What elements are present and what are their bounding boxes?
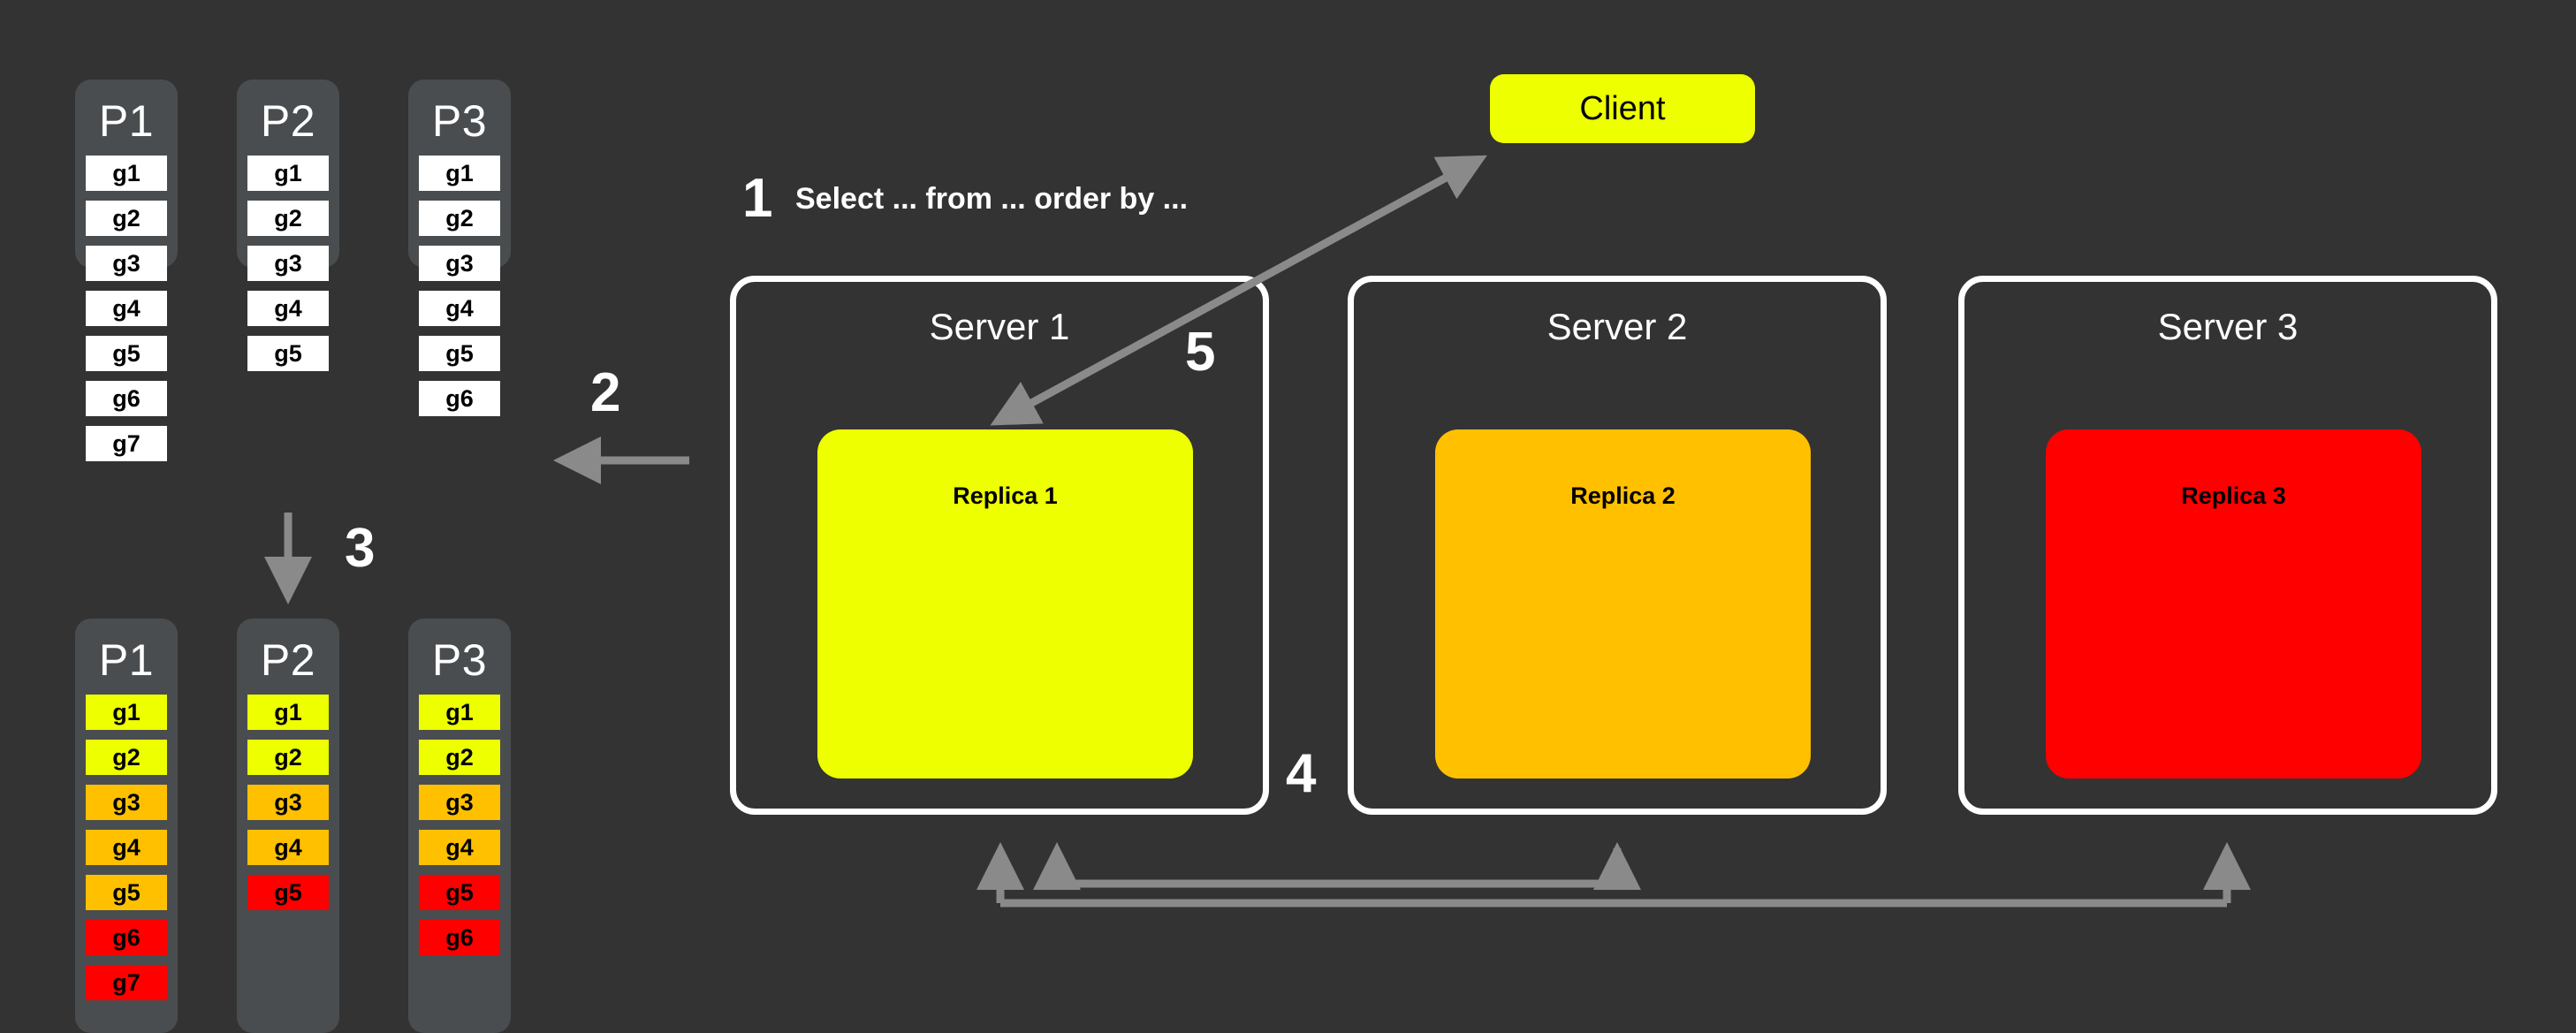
- partition-cell: g3: [419, 785, 500, 820]
- partition-top-p2: P2 g1 g2 g3 g4 g5: [237, 80, 339, 371]
- partition-title: P2: [260, 635, 316, 685]
- partition-cell: g6: [419, 381, 500, 416]
- client-box[interactable]: Client: [1490, 74, 1755, 143]
- server-title: Server 1: [929, 306, 1070, 347]
- arrow-step-4-from-server2: [1033, 842, 1641, 890]
- partition-cell: g4: [247, 830, 329, 865]
- replica-label: Replica 3: [2181, 482, 2286, 509]
- partition-cell: g3: [247, 785, 329, 820]
- partition-cell: g3: [247, 246, 329, 281]
- partition-cell: g2: [419, 201, 500, 236]
- replica-box-3[interactable]: Replica 3: [2046, 429, 2421, 779]
- partition-cells: g1 g2 g3 g4 g5 g6 g7: [75, 695, 178, 1000]
- step-number-2: 2: [590, 362, 621, 423]
- partition-cell: g6: [419, 920, 500, 955]
- partition-cell: g5: [419, 875, 500, 910]
- server-box-1: Server 1 Replica 1: [730, 276, 1269, 815]
- partition-cells: g1 g2 g3 g4 g5 g6: [408, 156, 511, 416]
- arrow-step-4-from-server3: [976, 842, 2251, 908]
- partition-title: P1: [98, 635, 155, 685]
- partition-cell: g7: [86, 426, 167, 461]
- partition-cells: g1 g2 g3 g4 g5: [237, 156, 339, 371]
- partition-bottom-p3: P3 g1 g2 g3 g4 g5 g6: [408, 619, 511, 1033]
- partition-title: P1: [98, 96, 155, 146]
- step-number-1: 1: [742, 168, 773, 229]
- step-number-4: 4: [1286, 743, 1317, 804]
- partition-cell: g5: [86, 336, 167, 371]
- partition-bottom-p2: P2 g1 g2 g3 g4 g5: [237, 619, 339, 1033]
- partition-title: P2: [260, 96, 316, 146]
- partition-cell: g5: [86, 875, 167, 910]
- partition-cell: g6: [86, 920, 167, 955]
- partition-cell: g1: [86, 156, 167, 191]
- partition-cell: g3: [86, 785, 167, 820]
- partition-cell: g5: [247, 875, 329, 910]
- replica-box-2[interactable]: Replica 2: [1435, 429, 1811, 779]
- step-number-5: 5: [1185, 322, 1216, 383]
- partition-cell: g4: [86, 291, 167, 326]
- server-box-3: Server 3 Replica 3: [1958, 276, 2497, 815]
- server-title: Server 3: [2157, 306, 2299, 347]
- partition-cell: g1: [419, 695, 500, 730]
- partition-cell: g7: [86, 965, 167, 1000]
- partition-cell: g3: [419, 246, 500, 281]
- partition-cell: g2: [86, 201, 167, 236]
- partition-cell: g6: [86, 381, 167, 416]
- replica-label: Replica 2: [1570, 482, 1676, 509]
- replica-label: Replica 1: [953, 482, 1058, 509]
- partition-cell: g5: [419, 336, 500, 371]
- partition-cell: g1: [247, 695, 329, 730]
- partition-title: P3: [431, 635, 488, 685]
- partition-title: P3: [431, 96, 488, 146]
- partition-cell: g2: [247, 740, 329, 775]
- partition-cell: g1: [86, 695, 167, 730]
- step-text-1: Select ... from ... order by ...: [795, 182, 1189, 216]
- partition-cell: g2: [419, 740, 500, 775]
- partition-cell: g4: [419, 291, 500, 326]
- partition-cell: g1: [247, 156, 329, 191]
- partition-cells: g1 g2 g3 g4 g5: [237, 695, 339, 910]
- server-box-2: Server 2 Replica 2: [1348, 276, 1887, 815]
- partition-cells: g1 g2 g3 g4 g5 g6: [408, 695, 511, 955]
- step-number-3: 3: [345, 518, 376, 579]
- partition-top-p3: P3 g1 g2 g3 g4 g5 g6: [408, 80, 511, 416]
- partition-cell: g2: [247, 201, 329, 236]
- partition-cell: g1: [419, 156, 500, 191]
- server-title: Server 2: [1546, 306, 1688, 347]
- partition-cell: g2: [86, 740, 167, 775]
- partition-cells: g1 g2 g3 g4 g5 g6 g7: [75, 156, 178, 461]
- partition-bottom-p1: P1 g1 g2 g3 g4 g5 g6 g7: [75, 619, 178, 1033]
- client-label: Client: [1579, 89, 1666, 127]
- partition-cell: g5: [247, 336, 329, 371]
- partition-cell: g4: [419, 830, 500, 865]
- partition-top-p1: P1 g1 g2 g3 g4 g5 g6 g7: [75, 80, 178, 461]
- partition-cell: g4: [86, 830, 167, 865]
- partition-cell: g3: [86, 246, 167, 281]
- replica-box-1[interactable]: Replica 1: [817, 429, 1193, 779]
- partition-cell: g4: [247, 291, 329, 326]
